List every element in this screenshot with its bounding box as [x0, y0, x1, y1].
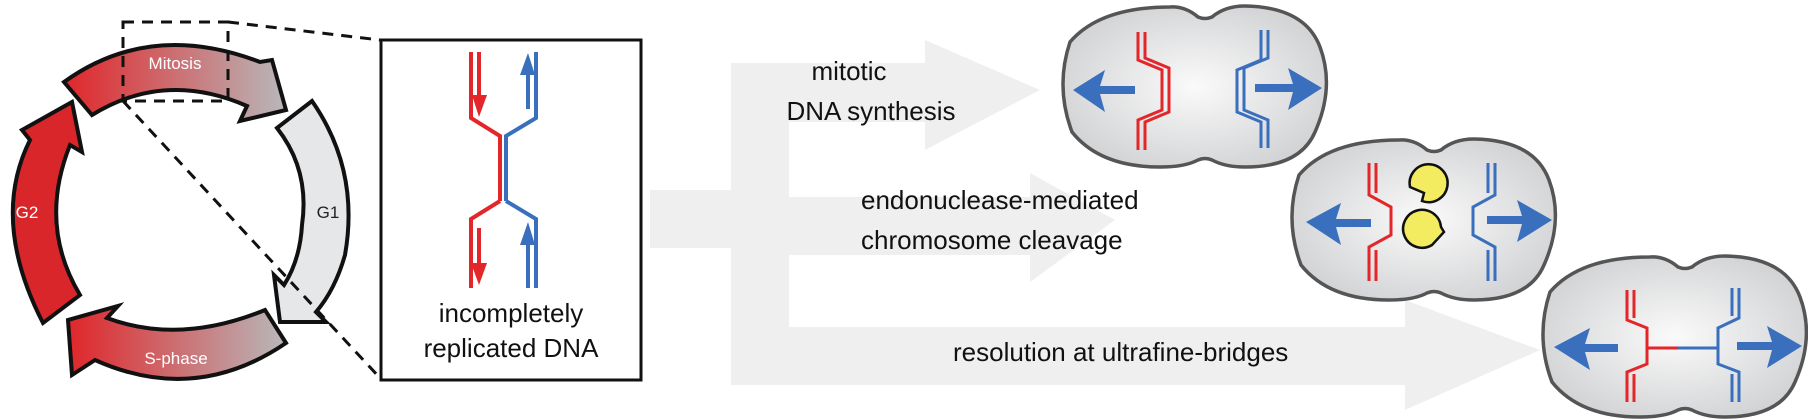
cleaved-chromatid-blue	[1471, 163, 1497, 281]
blue-arrowhead-lower	[520, 222, 535, 245]
phase-label-s-phase: S-phase	[144, 349, 207, 368]
daughter-chromatid-red	[1136, 32, 1171, 150]
cell-synthesis	[1061, 4, 1329, 169]
pathway-label-cleavage-line2: chromosome cleavage	[861, 225, 1123, 255]
left-arrow-icon	[1073, 70, 1135, 112]
right-arrow-icon	[1487, 200, 1552, 242]
blue-strand-upper	[504, 52, 538, 201]
left-arrow-icon	[1306, 203, 1371, 245]
branch-arrow-cleavage	[789, 173, 1115, 282]
phase-arrow-s-phase	[65, 302, 289, 381]
bridged-chromatid-blue	[1678, 288, 1741, 402]
branch-trunk	[731, 63, 789, 385]
zoom-callout	[121, 20, 382, 380]
blue-arrowhead-upper	[520, 53, 535, 75]
phase-label-mitosis: Mitosis	[149, 54, 202, 73]
daughter-chromatid-blue	[1235, 30, 1270, 148]
phase-label-g2: G2	[16, 203, 39, 222]
phase-arrow-g1	[271, 98, 351, 324]
bridged-chromatid-red	[1625, 290, 1678, 402]
zoom-region-box	[121, 20, 230, 103]
red-strand-upper	[469, 52, 502, 201]
cell-cycle-wheel	[10, 43, 351, 381]
pathway-label-synthesis-line2: DNA synthesis	[786, 96, 955, 126]
inset-caption-line2: replicated DNA	[424, 333, 600, 363]
pathway-label-synthesis-line1: mitotic	[811, 56, 886, 86]
right-arrow-icon	[1255, 68, 1322, 110]
inset-caption-line1: incompletely	[439, 298, 584, 328]
pathway-label-bridges: resolution at ultrafine-bridges	[953, 337, 1288, 367]
phase-label-g1: G1	[317, 203, 340, 222]
branch-arrow-synthesis	[789, 40, 1040, 150]
cell-bridges	[1541, 254, 1808, 419]
red-arrowhead-upper	[472, 95, 487, 117]
cell-membrane	[1541, 254, 1808, 419]
red-arrowhead-lower	[471, 263, 487, 285]
endonuclease-icon	[1408, 162, 1449, 204]
left-arrow-icon	[1554, 328, 1618, 370]
replication-fork-diagram	[469, 52, 538, 288]
zoom-line-bottom	[121, 99, 382, 380]
inset-box	[379, 38, 643, 382]
blue-strand-lower	[504, 199, 538, 288]
pathway-label-cleavage-line1: endonuclease-mediated	[861, 185, 1139, 215]
right-arrow-icon	[1737, 326, 1802, 368]
phase-arrow-mitosis	[61, 43, 289, 124]
cell-cleavage	[1290, 137, 1558, 302]
phase-arrow-g2	[10, 98, 85, 327]
red-strand-lower	[469, 199, 502, 288]
cleaved-chromatid-red	[1367, 163, 1393, 281]
pathway-branch-arrows	[650, 40, 1540, 410]
endonuclease-icon	[1401, 208, 1446, 250]
branch-arrow-bridges	[789, 300, 1540, 410]
branch-stem	[650, 190, 732, 248]
zoom-line-top	[227, 20, 381, 42]
